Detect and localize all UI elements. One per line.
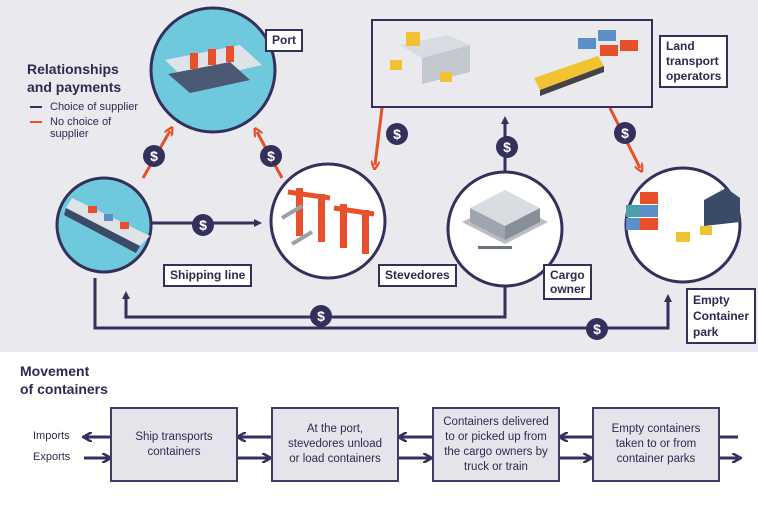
imports-label: Imports (33, 430, 70, 442)
dollar-sign: $ (199, 217, 207, 233)
payment-shipping-to-park: $ (586, 318, 608, 340)
stevedores-illustration (269, 162, 387, 280)
port-label: Port (265, 29, 303, 52)
movement-title: Movement of containers (20, 363, 108, 397)
land-transport-label: Land transport operators (659, 35, 729, 88)
legend-orange-swatch (30, 121, 42, 124)
movement-box-delivery: Containers delivered to or picked up fro… (432, 407, 560, 482)
payment-shipping-to-stevedores: $ (192, 214, 214, 236)
port-illustration (149, 6, 277, 134)
legend-choice: Choice of supplier (30, 101, 138, 113)
exports-label: Exports (33, 451, 71, 463)
dollar-sign: $ (503, 139, 511, 155)
empty-container-park-illustration (624, 166, 742, 284)
payment-cargo-to-shipping: $ (310, 305, 332, 327)
movement-box-port: At the port, stevedores unload or load c… (271, 407, 399, 482)
cargo-owner-label: Cargo owner (543, 264, 593, 300)
movement-arrows (0, 385, 758, 515)
relationship-network: $ $ $ $ $ $ $ (55, 6, 742, 340)
legend-title: Relationships and payments (27, 61, 122, 95)
dollar-sign: $ (621, 125, 629, 141)
dollar-sign: $ (393, 126, 401, 142)
dollar-sign: $ (267, 148, 275, 164)
payment-land-to-park: $ (614, 122, 636, 144)
stevedores-label: Stevedores (378, 264, 457, 287)
dollar-sign: $ (317, 308, 325, 324)
cargo-owner-illustration (446, 170, 564, 288)
movement-box-ship: Ship transports containers (110, 407, 238, 482)
payment-land-to-stevedores: $ (386, 123, 408, 145)
land-transport-illustration (371, 19, 653, 108)
shipping-line-illustration (55, 176, 153, 274)
empty-container-park-label: Empty Container park (686, 288, 757, 344)
payment-stevedores-to-port: $ (260, 145, 282, 167)
payment-cargo-to-land: $ (496, 136, 518, 158)
movement-box-empty: Empty containers taken to or from contai… (592, 407, 720, 482)
legend-no-choice-cont: supplier (50, 128, 89, 140)
legend-no-choice: No choice of (30, 116, 111, 128)
dollar-sign: $ (150, 148, 158, 164)
dollar-sign: $ (593, 321, 601, 337)
legend-navy-swatch (30, 106, 42, 109)
payment-shipping-to-port: $ (143, 145, 165, 167)
shipping-line-label: Shipping line (163, 264, 253, 287)
payment-badges: $ $ $ $ $ $ $ (143, 122, 636, 340)
